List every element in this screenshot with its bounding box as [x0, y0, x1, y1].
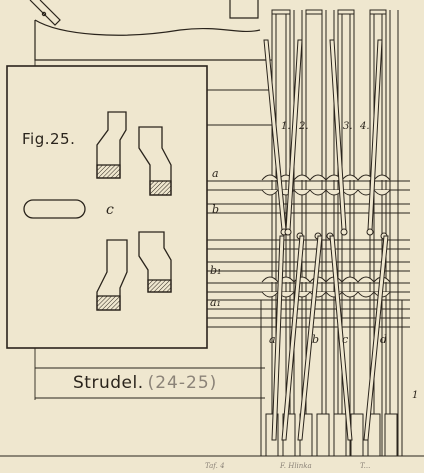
- tile-bottom-right: [138, 231, 172, 293]
- tile-top-left: [96, 111, 127, 179]
- footer-plate: Taf. 4: [205, 462, 225, 470]
- tile-bottom-left: [96, 239, 128, 311]
- thread-number-4: 4.: [360, 121, 370, 132]
- rod-label-a1: a₁: [210, 296, 221, 309]
- title-text: Strudel.: [73, 373, 144, 393]
- diagram-title: Strudel.(24-25): [73, 373, 217, 393]
- bottom-label-c: c: [342, 333, 349, 346]
- rod-label-a: a: [212, 167, 219, 180]
- rod-label-b: b: [212, 203, 220, 216]
- thread-number-1: 1.: [281, 121, 291, 132]
- thread-number-3: 3.: [343, 121, 353, 132]
- page-mark: 1: [412, 390, 419, 401]
- rod-label-b1: b₁: [210, 264, 222, 277]
- top-frame: [29, 0, 270, 61]
- top-comb: [271, 9, 387, 15]
- thread-number-2: 2.: [299, 121, 309, 132]
- tile-top-right: [138, 126, 172, 196]
- center-label: c: [106, 202, 114, 218]
- rod-loops: [261, 174, 391, 298]
- bottom-label-a: a: [269, 333, 276, 346]
- title-range: (24-25): [147, 373, 218, 393]
- bottom-label-d: d: [380, 333, 388, 346]
- bottom-label-b: b: [312, 333, 320, 346]
- figure-number: Fig.25.: [22, 130, 76, 148]
- footer-author: F. Hlinka: [280, 462, 312, 470]
- footer-extra: T...: [360, 462, 371, 470]
- needles-bottom: [271, 235, 389, 441]
- slot-shape: [23, 199, 86, 219]
